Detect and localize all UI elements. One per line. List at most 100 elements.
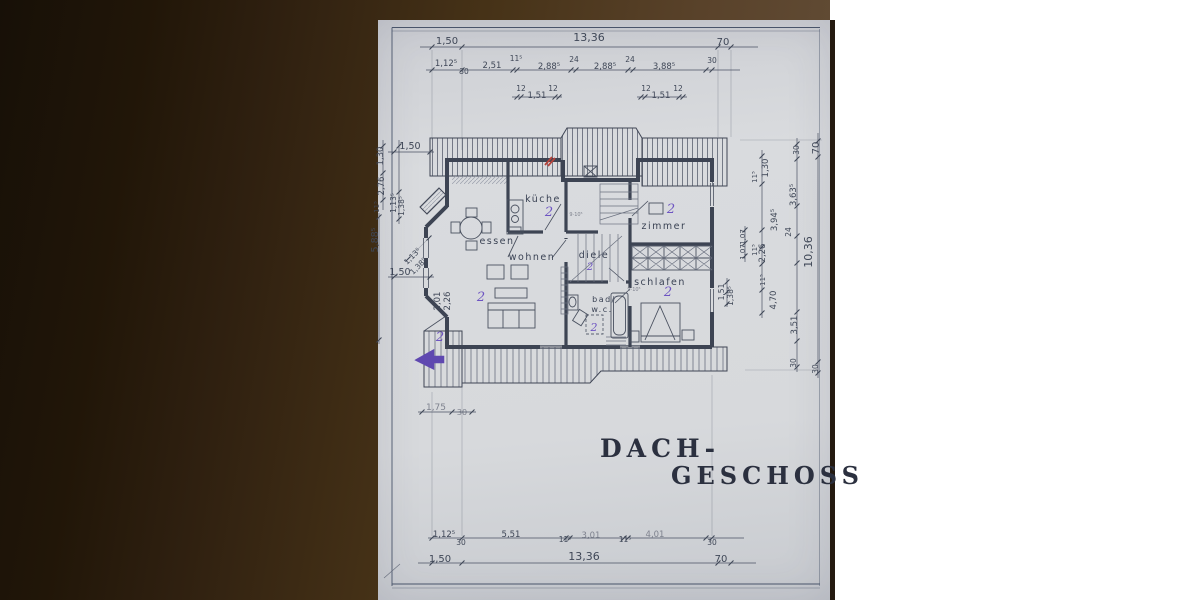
dim-label: 1,51 xyxy=(652,91,671,101)
dimension-line xyxy=(552,94,558,100)
dim-label: 11⁵ xyxy=(751,244,759,256)
room-label-zimmer: zimmer xyxy=(642,221,687,232)
dim-label: 1,30 xyxy=(761,159,771,178)
paper-sheet xyxy=(378,20,835,600)
window-right-wall xyxy=(710,183,714,312)
dimension-line xyxy=(759,181,765,187)
dim-label: 2,26 xyxy=(443,292,453,311)
dim-label: 13,36 xyxy=(573,31,605,44)
handwritten-marks xyxy=(414,156,556,371)
dim-label: 3,94⁵ xyxy=(770,209,780,231)
dimension-line xyxy=(376,214,382,220)
dimension-line xyxy=(625,535,631,541)
dim-label: 1,50 xyxy=(389,267,410,278)
dimension-line xyxy=(742,227,748,233)
dimension-line xyxy=(794,203,800,209)
room-label-wohnen: wohnen xyxy=(509,252,556,263)
dimension-line xyxy=(794,233,800,239)
dimension-line xyxy=(742,240,748,246)
dim-label: 30 xyxy=(811,364,820,374)
dim-label: 1,12⁵ xyxy=(433,530,455,540)
dim-label: 1,38⁵ xyxy=(726,286,735,306)
dim-label: 3,01 xyxy=(582,531,601,541)
dim-label: 30 xyxy=(792,145,801,155)
dimension-line xyxy=(794,260,800,266)
dimension-line xyxy=(794,141,800,147)
dim-label: 70 xyxy=(717,37,730,48)
paper-border-frame xyxy=(383,27,820,589)
dimension-line xyxy=(728,44,734,50)
handwritten-two: 2 xyxy=(586,262,593,273)
dim-label: 11⁵ xyxy=(373,201,381,213)
dimension-line xyxy=(794,156,800,162)
dimension-line xyxy=(794,364,800,370)
bath-steps xyxy=(606,336,626,346)
dimension-line xyxy=(459,67,465,73)
radiator xyxy=(560,266,569,315)
purple-arrow-mark xyxy=(414,348,445,371)
dim-label: 5,51 xyxy=(502,530,521,540)
dim-label: 1,30 xyxy=(376,147,386,166)
dimension-line xyxy=(380,197,386,203)
dim-label: 11⁵ xyxy=(759,274,767,286)
dimension-line xyxy=(676,94,682,100)
bathroom-fixtures xyxy=(566,292,629,339)
dim-label: 4,01 xyxy=(646,530,665,540)
dim-label: 3,88⁵ xyxy=(653,62,675,72)
dimension-line xyxy=(380,170,386,176)
extension-guides xyxy=(404,50,822,536)
dimension-line xyxy=(514,67,520,73)
dimension-line xyxy=(391,149,397,155)
dimension-line xyxy=(510,67,516,73)
red-correction-mark xyxy=(544,156,556,167)
dim-label: 30 xyxy=(456,538,466,547)
dimension-line xyxy=(715,44,721,50)
dimension-line xyxy=(759,153,765,159)
dimension-line xyxy=(396,216,402,222)
handwritten-two: 2 xyxy=(666,202,675,217)
dim-label: 12 xyxy=(673,84,683,93)
dimension-line xyxy=(567,535,573,541)
double-bed xyxy=(629,302,695,343)
dimension-line xyxy=(396,143,402,149)
dimension-line xyxy=(380,143,386,149)
room-label-essen: essen xyxy=(479,236,514,247)
dim-label: 30 xyxy=(457,408,467,417)
dim-label: 1,07 xyxy=(739,229,747,245)
dimension-line xyxy=(514,94,520,100)
dimension-line xyxy=(469,409,475,415)
dim-label: 30 xyxy=(707,538,717,547)
dim-label: 3,51 xyxy=(790,316,800,335)
handwritten-two: 2 xyxy=(663,285,672,300)
dim-label: 1,13⁵ xyxy=(389,193,398,213)
dimension-line xyxy=(429,535,435,541)
dim-label: 30 xyxy=(789,358,798,368)
dim-label: 13,36 xyxy=(568,550,600,563)
wardrobe-cross-band xyxy=(631,245,713,271)
dim-label: 12 xyxy=(641,84,651,93)
room-label-kche: küche xyxy=(525,194,561,205)
dim-label: 5,88⁵ xyxy=(370,227,381,252)
dim-label: 10,36 xyxy=(802,236,815,268)
dim-label: 1,12⁵ xyxy=(435,59,457,69)
dimension-line xyxy=(563,535,569,541)
dimension-line xyxy=(568,67,574,73)
dimension-line xyxy=(709,535,715,541)
dimension-line xyxy=(638,94,644,100)
dim-label: 11⁵ xyxy=(510,54,523,63)
dim-label: 70 xyxy=(715,554,728,565)
dim-label: 2,51 xyxy=(483,61,502,71)
dimension-line xyxy=(427,274,433,280)
plan-title-line2: GESCHOSS xyxy=(671,461,864,490)
dim-label: 24 xyxy=(569,55,579,64)
dim-label: 9·10⁵ xyxy=(627,287,640,293)
essen-wohnen-slash xyxy=(507,235,519,258)
dimension-line xyxy=(815,370,821,376)
dimension-line xyxy=(815,154,821,160)
dimension-line xyxy=(556,94,562,100)
terrace-door-threshold xyxy=(540,345,640,349)
door-leaves xyxy=(544,200,649,304)
dim-label: 12 xyxy=(516,84,526,93)
dimension-line xyxy=(642,94,648,100)
